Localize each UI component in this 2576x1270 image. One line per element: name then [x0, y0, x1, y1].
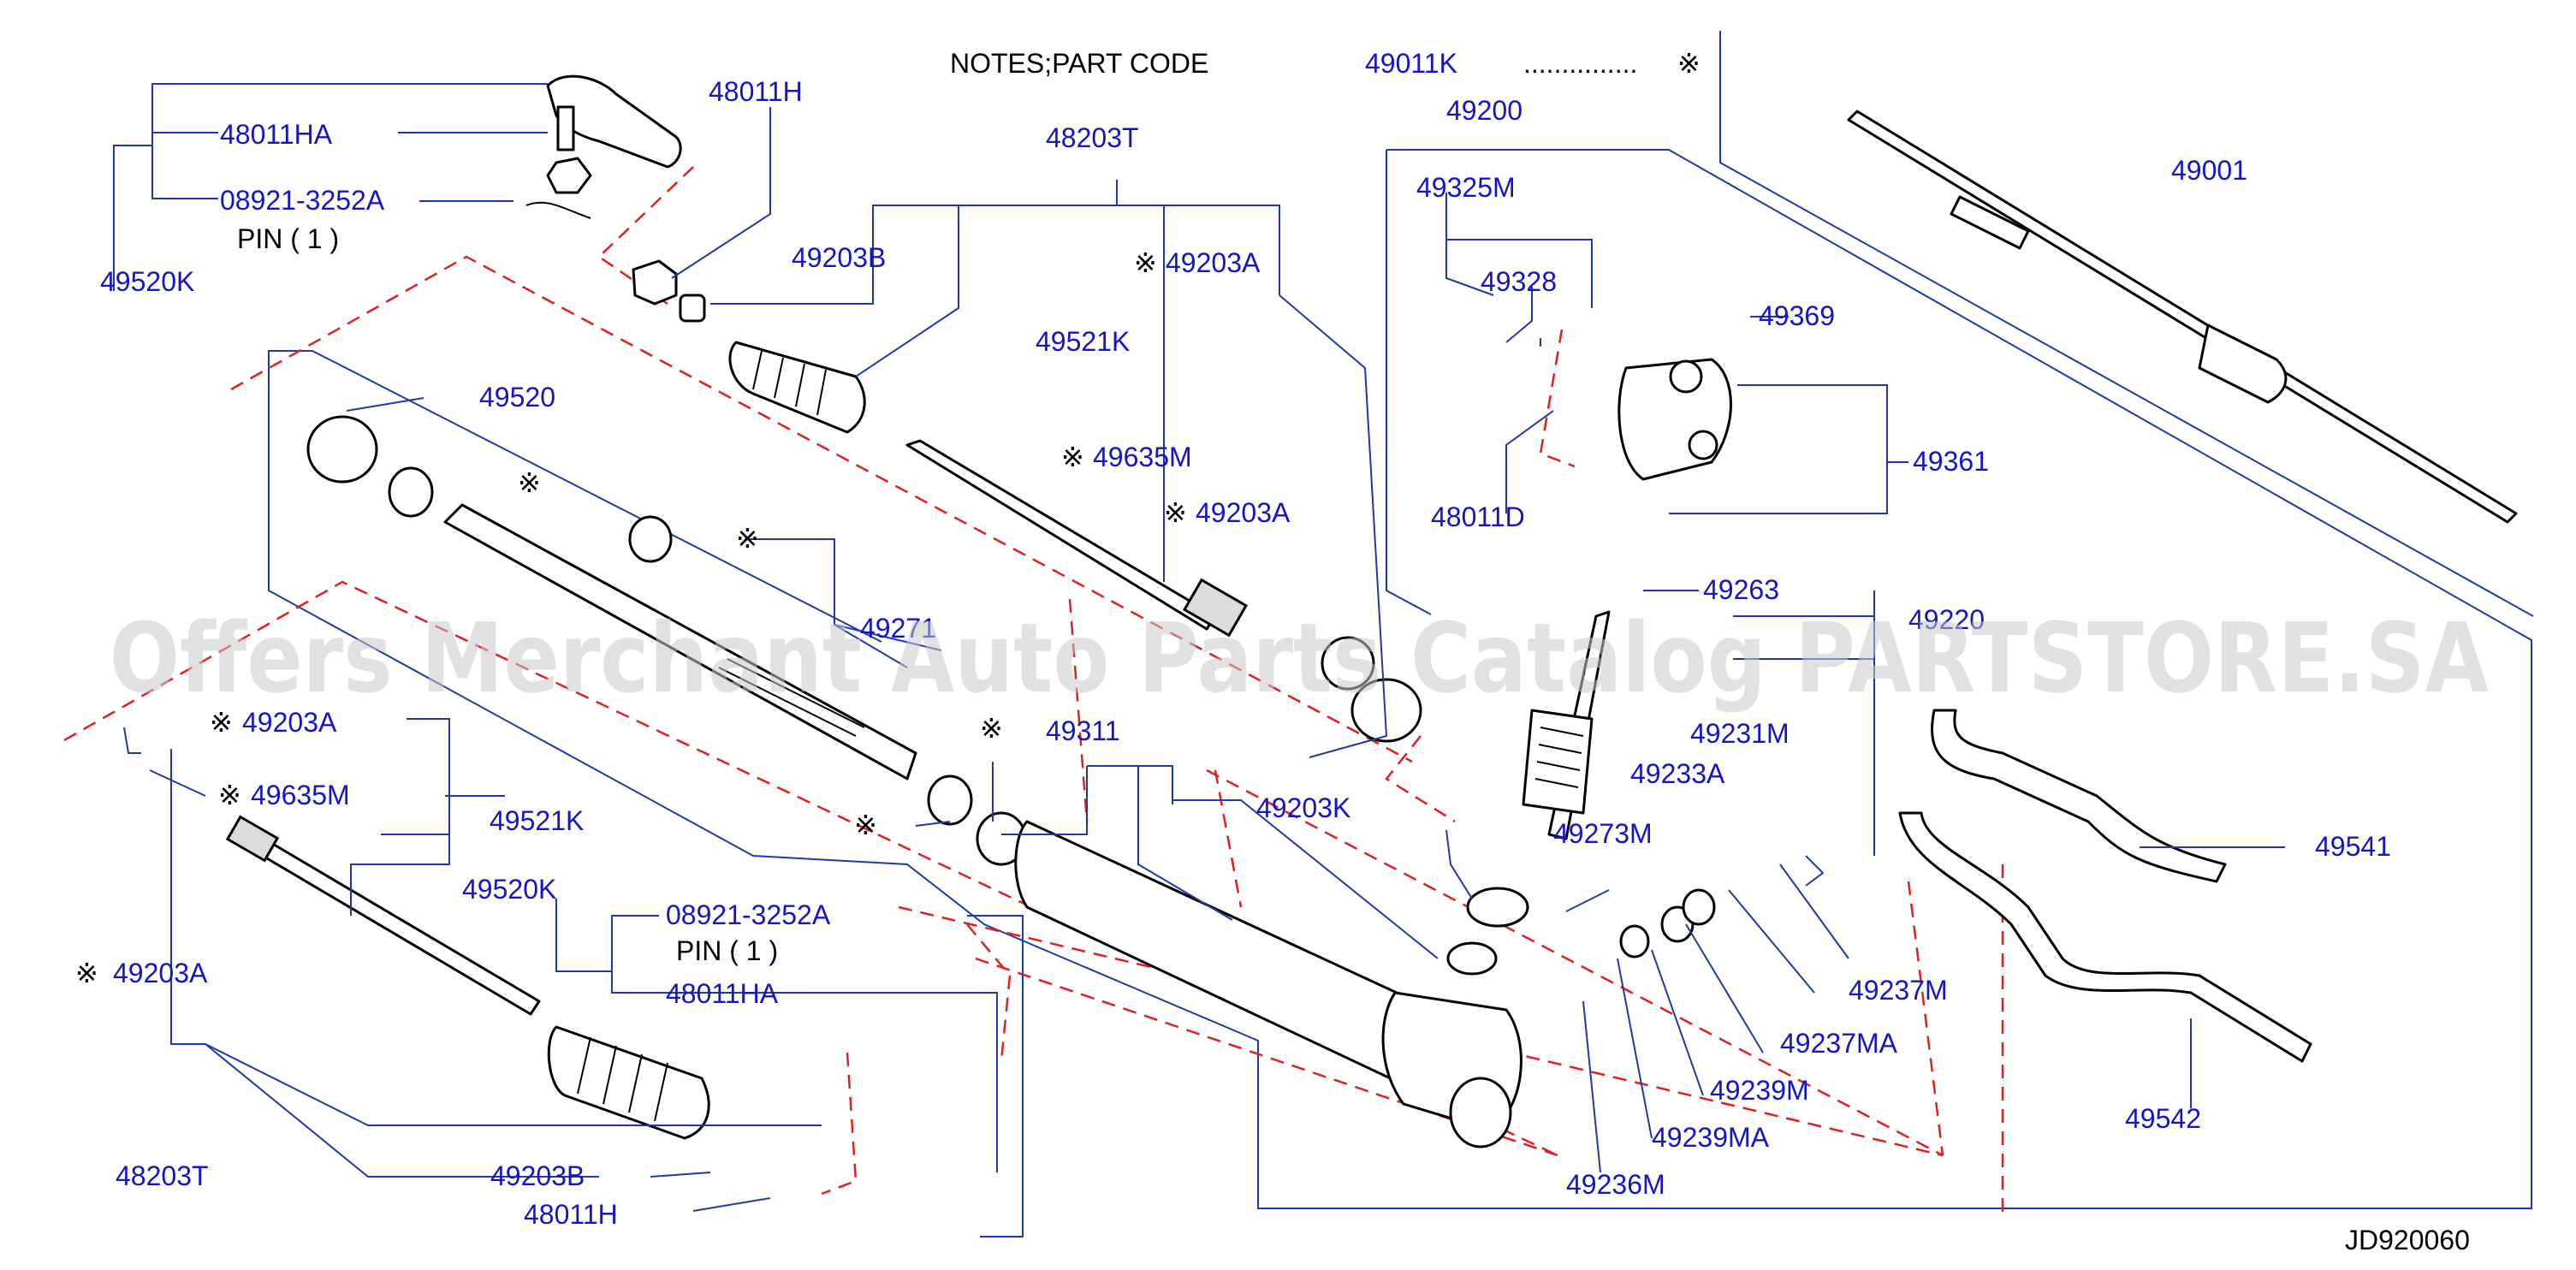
label-49203A-mid: 49203A	[1196, 497, 1291, 528]
mark-7: ※	[218, 780, 241, 810]
notes-title: NOTES;PART CODE	[950, 48, 1208, 79]
mark-8: ※	[980, 713, 1003, 744]
label-49521K-top: 49521K	[1036, 326, 1130, 357]
label-49237M: 49237M	[1849, 975, 1948, 1006]
label-49231M: 49231M	[1690, 718, 1790, 749]
label-49542: 49542	[2125, 1103, 2201, 1134]
boot-bottom	[547, 1025, 710, 1140]
mark-10: ※	[75, 958, 98, 988]
watermark: Offers Merchant Auto Parts Catalog PARTS…	[110, 603, 2489, 715]
label-48203T-top: 48203T	[1046, 122, 1139, 153]
mark-1: ※	[1134, 247, 1157, 278]
label-49520K-left: 49520K	[100, 266, 194, 297]
label-48011H-bot: 48011H	[524, 1199, 618, 1230]
label-49271: 49271	[860, 613, 936, 644]
label-49328: 49328	[1481, 266, 1557, 297]
label-49001: 49001	[2171, 155, 2247, 186]
diagram-code: JD920060	[2345, 1225, 2470, 1255]
label-49635M-left: 49635M	[251, 780, 350, 810]
label-49237MA: 49237MA	[1780, 1028, 1898, 1059]
inner-tie-rod-left	[225, 815, 541, 1016]
labels: NOTES;PART CODE 49011K ............... ※…	[75, 48, 2470, 1255]
mark-6: ※	[210, 707, 233, 738]
label-49541: 49541	[2315, 831, 2391, 862]
label-49635M-top: 49635M	[1093, 442, 1192, 472]
label-49236M: 49236M	[1566, 1169, 1665, 1200]
inner-tie-rod-top	[905, 439, 1249, 638]
assembly-outlines	[268, 31, 2534, 1209]
label-49203K: 49203K	[1256, 792, 1350, 823]
label-48203T-bot: 48203T	[116, 1160, 209, 1191]
lock-nut-top	[632, 259, 706, 323]
notes-dots: ...............	[1523, 48, 1637, 79]
label-49233A: 49233A	[1630, 758, 1725, 789]
label-49203A-left: 49203A	[242, 707, 337, 738]
label-49273M: 49273M	[1553, 818, 1653, 849]
tie-rod-end-top	[525, 74, 682, 219]
label-08921-top: 08921-3252A	[220, 185, 385, 216]
label-pin-bot: PIN ( 1 )	[676, 935, 778, 966]
boot-top	[728, 341, 866, 434]
pinion-shaft	[1522, 610, 1611, 840]
label-08921-bot: 08921-3252A	[666, 899, 831, 930]
label-49239MA: 49239MA	[1652, 1122, 1770, 1153]
label-49200: 49200	[1446, 95, 1522, 126]
label-49203B-bot: 49203B	[490, 1160, 585, 1191]
leader-lines	[113, 83, 2285, 1237]
label-49520: 49520	[479, 382, 555, 412]
seal-rings	[306, 415, 1716, 976]
label-49239M: 49239M	[1710, 1075, 1809, 1106]
label-49520K-mid: 49520K	[462, 874, 556, 905]
mark-2: ※	[518, 467, 541, 498]
label-48011HA-top: 48011HA	[220, 119, 333, 150]
label-49203A-top: 49203A	[1166, 247, 1261, 278]
rack-bar	[443, 503, 917, 780]
label-48011D: 48011D	[1431, 501, 1525, 532]
assembly-49001	[1847, 110, 2518, 524]
label-49203A-far: 49203A	[113, 958, 208, 988]
label-49203B-top: 49203B	[792, 242, 886, 273]
mark-9: ※	[854, 810, 877, 840]
mark-3: ※	[1061, 442, 1084, 472]
label-49311: 49311	[1046, 715, 1120, 746]
gear-housing	[1014, 820, 1522, 1148]
label-48011H-top: 48011H	[709, 76, 803, 107]
label-49369: 49369	[1759, 300, 1835, 331]
label-48011HA-bot: 48011HA	[666, 978, 779, 1009]
notes-code: 49011K	[1365, 48, 1457, 79]
housing-49361	[1617, 358, 1732, 481]
label-49325M: 49325M	[1416, 172, 1516, 203]
label-49220: 49220	[1908, 604, 1985, 635]
label-49361: 49361	[1913, 446, 1989, 477]
label-49521K-left: 49521K	[490, 805, 584, 836]
pipes	[1898, 709, 2312, 1063]
mark-4: ※	[1164, 497, 1187, 528]
notes-mark: ※	[1677, 48, 1701, 79]
label-pin-top: PIN ( 1 )	[237, 223, 339, 254]
mark-5: ※	[736, 523, 759, 554]
label-49263: 49263	[1703, 574, 1779, 605]
